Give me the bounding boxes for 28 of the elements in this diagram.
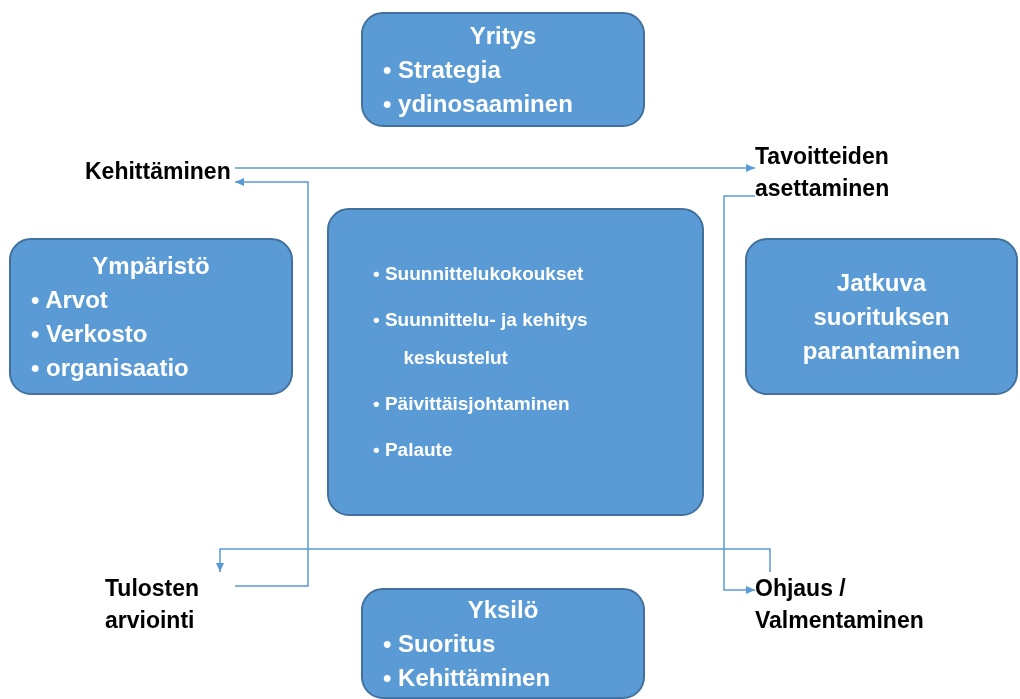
list-item: • Arvot: [31, 284, 109, 315]
list-item: • Strategia: [383, 54, 502, 85]
rounded-box: [361, 588, 645, 699]
rounded-box: [745, 238, 1018, 395]
list-item: • Verkosto: [31, 318, 149, 349]
box-title: Ympäristö: [91, 250, 211, 281]
box-title: Yksilö: [466, 594, 540, 625]
arrow: [234, 164, 756, 172]
list-item: • Suoritus: [383, 628, 497, 659]
stage-label-text: Tavoitteiden asettaminen: [755, 142, 891, 203]
box-title: Jatkuva suorituksen parantaminen: [801, 267, 962, 366]
arrow: [234, 178, 309, 587]
list-item: • Suunnittelu- ja kehitys keskustelut: [373, 308, 589, 370]
box-title: Yritys: [468, 20, 538, 51]
stage-label-text: Tulosten arviointi: [105, 574, 201, 635]
rounded-box: [327, 208, 704, 516]
list-item: • ydinosaaminen: [383, 88, 574, 119]
rounded-box: [361, 12, 645, 127]
rounded-box: [9, 238, 293, 395]
arrow: [216, 548, 771, 573]
list-item: • Päivittäisjohtaminen: [373, 392, 571, 416]
list-item: • Palaute: [373, 438, 454, 462]
list-item: • organisaatio: [31, 352, 190, 383]
arrow: [723, 195, 756, 594]
list-item: • Kehittäminen: [383, 662, 552, 693]
list-item: • Suunnittelukokoukset: [373, 262, 585, 286]
stage-label-text: Ohjaus / Valmentaminen: [755, 574, 925, 635]
stage-label-text: Kehittäminen: [85, 157, 232, 186]
